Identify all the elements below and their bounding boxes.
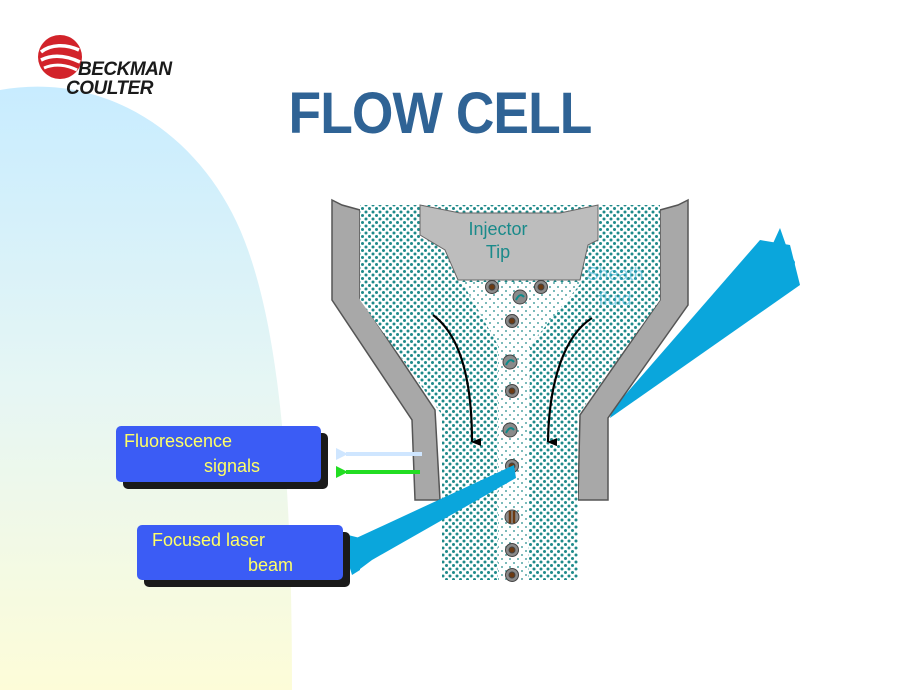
focused-laser-beam-line-1: Focused laser <box>152 530 266 550</box>
focused-laser-beam-box: Focused laser beam <box>137 525 343 580</box>
sample-core-stream <box>462 282 582 580</box>
logo-emblem-icon <box>38 35 82 79</box>
beckman-coulter-logo <box>36 30 186 110</box>
flow-cell-left-wall <box>331 198 441 501</box>
laser-beam-tip <box>770 228 795 285</box>
cell <box>502 422 518 438</box>
sheath-fluid-label-line-1: Sheath <box>586 264 644 284</box>
sheath-fluid-label-line-2: fluid <box>598 289 632 309</box>
cells <box>485 280 548 582</box>
cell <box>505 543 519 557</box>
logo-line-2: COULTER <box>66 78 153 99</box>
cell <box>485 280 499 294</box>
sheath-fluid-label: Sheath fluid <box>575 262 655 312</box>
cell <box>504 509 520 525</box>
cell <box>505 314 519 328</box>
cell <box>502 354 518 370</box>
cell <box>512 289 528 305</box>
logo-text: BECKMAN COULTER <box>66 59 172 98</box>
cell <box>534 280 548 294</box>
fluorescence-signals-box: Fluorescence signals <box>116 426 321 482</box>
injector-tip-label-line-1: Injector <box>468 219 528 239</box>
cell <box>505 568 519 582</box>
flow-arrow-left <box>432 314 482 446</box>
logo-line-1: BECKMAN <box>78 59 172 80</box>
fluorescence-signals-line-1: Fluorescence <box>124 431 233 451</box>
injector-tip-label: Injector Tip <box>458 218 538 264</box>
laser-beam-lower-tip <box>346 535 360 575</box>
injector-tip-label-line-2: Tip <box>485 242 511 262</box>
flow-arrow-right <box>546 317 593 447</box>
injector-tip <box>419 204 599 281</box>
fluorescence-signals-line-2: signals <box>204 456 261 476</box>
focused-laser-beam <box>350 465 516 572</box>
focused-laser-beam-line-2: beam <box>248 555 294 575</box>
cell <box>505 384 519 398</box>
laser-beam-upper <box>610 240 800 418</box>
page-title: FLOW CELL <box>288 81 593 146</box>
flow-cell-right-wall <box>577 198 689 501</box>
